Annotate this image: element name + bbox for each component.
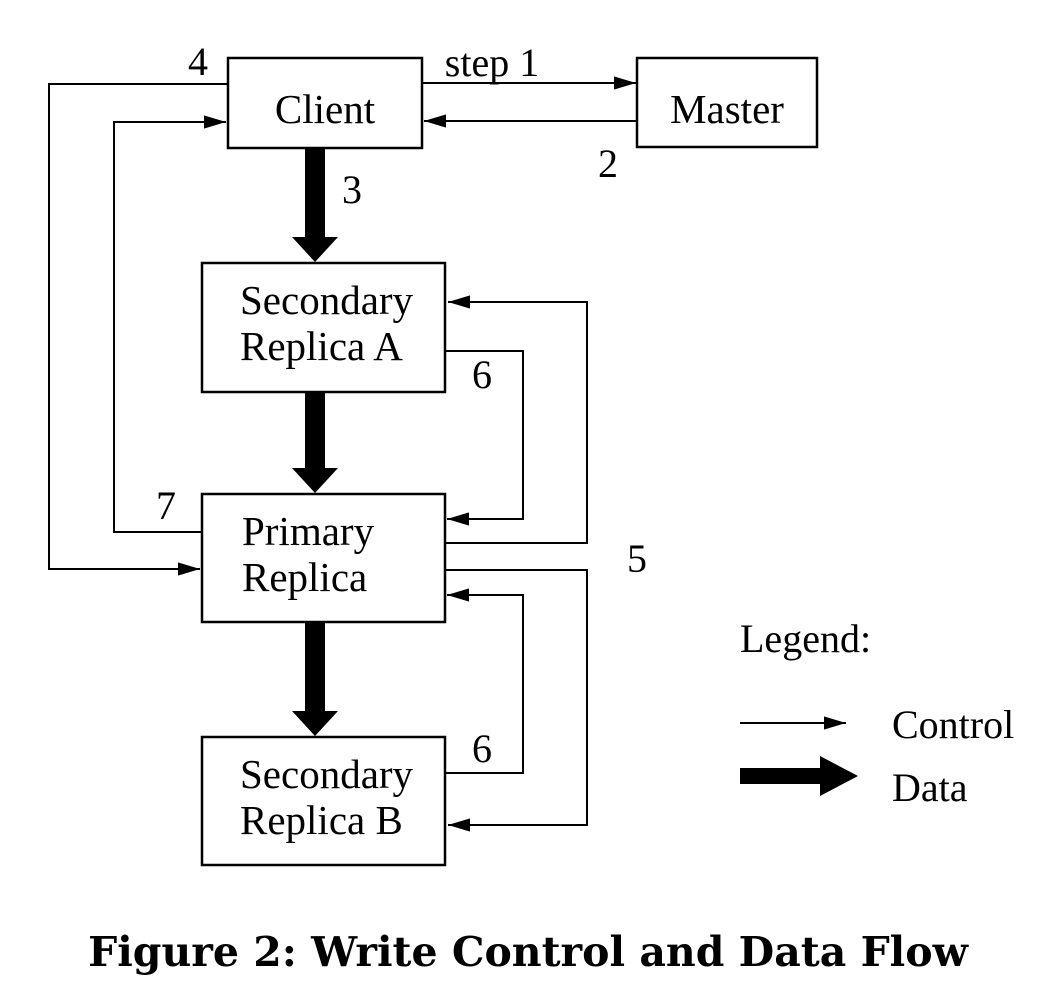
figure-caption: Figure 2: Write Control and Data Flow (88, 928, 970, 976)
step-label-7: 7 (156, 483, 176, 528)
primary-label-line1: Primary (242, 508, 375, 554)
secondary-b-label-line1: Secondary (240, 751, 414, 797)
legend-data-label: Data (892, 765, 968, 810)
step-label-3: 3 (342, 167, 362, 212)
step-label-4: 4 (188, 39, 208, 84)
primary-label-line2: Replica (242, 554, 367, 600)
control-arrow-5-primary-to-secondary-a (445, 295, 588, 544)
primary-node-box (200, 492, 447, 624)
control-arrow-4-client-to-primary (48, 83, 228, 576)
control-arrow-5-primary-to-secondary-b (445, 569, 588, 832)
secondary-b-node-box (200, 735, 447, 867)
legend-control-label: Control (892, 702, 1014, 747)
client-node-box (226, 56, 424, 150)
secondary-a-label-line1: Secondary (240, 277, 414, 323)
data-arrow-3-client-to-secondary-a (292, 148, 338, 262)
legend-data-arrow-icon (740, 756, 858, 796)
step-label-6a: 6 (472, 352, 492, 397)
client-node-label: Client (275, 86, 376, 132)
secondary-a-label-line2: Replica A (240, 323, 403, 369)
master-node-label: Master (670, 86, 784, 132)
control-arrow-6-secondary-b-to-primary (446, 588, 524, 774)
data-arrow-secondary-a-to-primary (292, 392, 338, 493)
secondary-b-label-line2: Replica B (240, 797, 403, 843)
secondary-a-node-box (200, 261, 447, 394)
control-arrow-6-secondary-a-to-primary (446, 350, 524, 526)
data-arrow-primary-to-secondary-b (292, 622, 338, 736)
control-arrow-7-primary-to-client (113, 115, 226, 533)
step-label-6b: 6 (472, 726, 492, 771)
step-label-2: 2 (598, 141, 618, 186)
master-node-box (635, 56, 819, 149)
legend-title: Legend: (740, 616, 871, 661)
step-label-1: step 1 (445, 40, 539, 85)
step-label-5: 5 (627, 536, 647, 581)
